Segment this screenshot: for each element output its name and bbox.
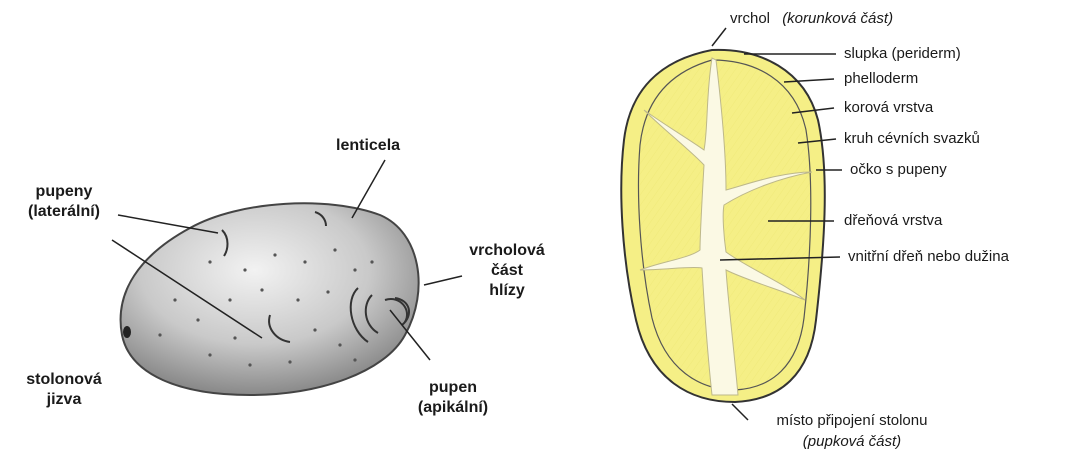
label-pupeny-lateral-line1: pupeny	[14, 182, 114, 202]
label-phelloderm: phelloderm	[844, 70, 918, 88]
label-misto-pripojeni-stolonu: místo připojení stolonu (pupková část)	[752, 412, 952, 451]
label-stolonova-line1: stolonová	[20, 370, 108, 390]
label-vnitrni-dren: vnitřní dřeň nebo dužina	[848, 248, 1009, 266]
label-vrchol: vrchol (korunková část)	[730, 10, 893, 28]
label-pupen-line1: pupen	[408, 378, 498, 398]
label-vrcholova-line1: vrcholová	[462, 241, 552, 261]
label-misto-line2: (pupková část)	[752, 433, 952, 451]
label-drenova-vrstva: dřeňová vrstva	[844, 212, 942, 230]
label-lenticela: lenticela	[336, 136, 400, 156]
label-vrcholova-cast-hlizy: vrcholová část hlízy	[462, 241, 552, 301]
label-misto-line1: místo připojení stolonu	[752, 412, 952, 430]
label-korova-vrstva: korová vrstva	[844, 99, 933, 117]
label-pupeny-lateral-line2: (laterální)	[14, 202, 114, 222]
label-stolonova-jizva: stolonová jizva	[20, 370, 108, 410]
label-pupen-apikalni: pupen (apikální)	[408, 378, 498, 418]
label-vrchol-note: (korunková část)	[782, 10, 893, 27]
label-slupka: slupka (periderm)	[844, 45, 961, 63]
label-stolonova-line2: jizva	[20, 390, 108, 410]
label-pupeny-lateral: pupeny (laterální)	[14, 182, 114, 222]
label-ocko-s-pupeny: očko s pupeny	[850, 161, 947, 179]
label-vrchol-text: vrchol	[730, 10, 770, 27]
stolon-scar	[123, 326, 131, 338]
label-kruh-cevnich-svazku: kruh cévních svazků	[844, 130, 980, 148]
label-vrcholova-line3: hlízy	[462, 281, 552, 301]
label-pupen-line2: (apikální)	[408, 398, 498, 418]
tuber-body	[121, 203, 419, 395]
label-vrcholova-line2: část	[462, 261, 552, 281]
